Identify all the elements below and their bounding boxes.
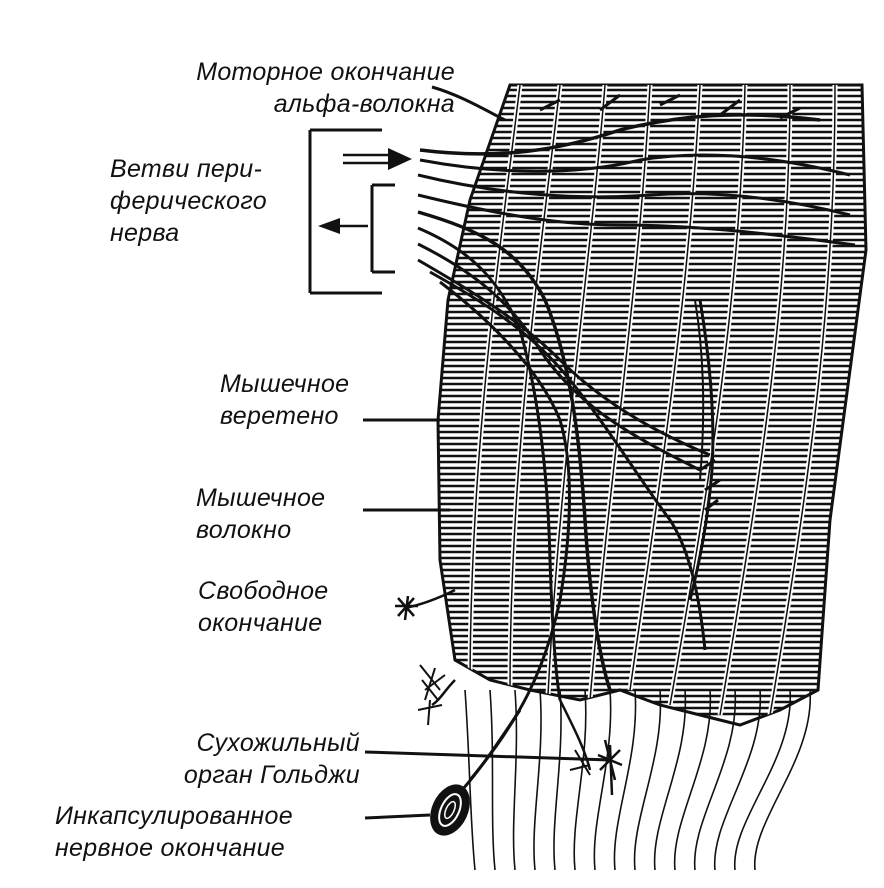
label-free-ending-line1: Свободное [198,577,329,605]
label-muscle-spindle-line2: веретено [220,402,339,430]
label-golgi-organ: Сухожильный орган Гольджи [120,727,360,791]
label-muscle-spindle: Мышечное веретено [220,368,349,432]
muscle-fiber-boundaries [467,85,838,716]
label-encapsulated-ending-line2: нервное окончание [55,834,286,862]
label-golgi-organ-line1: Сухожильный [196,729,360,757]
encapsulated-nerve-ending [430,709,522,836]
label-motor-ending-line1: Моторное окончание [196,58,455,86]
tendon-fibers [464,689,811,871]
label-muscle-fiber: Мышечное волокно [196,482,325,546]
label-nerve-branches-line2: ферического [110,187,267,215]
nerve-fibers [417,93,856,781]
label-muscle-fiber-line2: волокно [196,516,292,544]
label-encapsulated-ending-line1: Инкапсулированное [55,802,293,830]
leader-lines [308,85,611,820]
label-golgi-organ-line2: орган Гольджи [183,761,360,789]
label-free-ending: Свободное окончание [198,575,329,639]
label-motor-ending-line2: альфа-волокна [273,90,455,118]
label-encapsulated-ending: Инкапсулированное нервное окончание [55,800,293,864]
label-nerve-branches-line1: Ветви пери- [110,155,263,183]
label-nerve-branches-line3: нерва [110,219,180,247]
golgi-tendon-organ [558,699,623,796]
label-nerve-branches: Ветви пери- ферического нерва [110,153,267,249]
muscle-body [436,83,868,727]
label-motor-ending: Моторное окончание альфа-волокна [120,56,455,120]
free-nerve-ending [395,588,456,726]
label-free-ending-line2: окончание [198,609,323,637]
label-muscle-spindle-line1: Мышечное [220,370,350,398]
label-muscle-fiber-line1: Мышечное [196,484,326,512]
